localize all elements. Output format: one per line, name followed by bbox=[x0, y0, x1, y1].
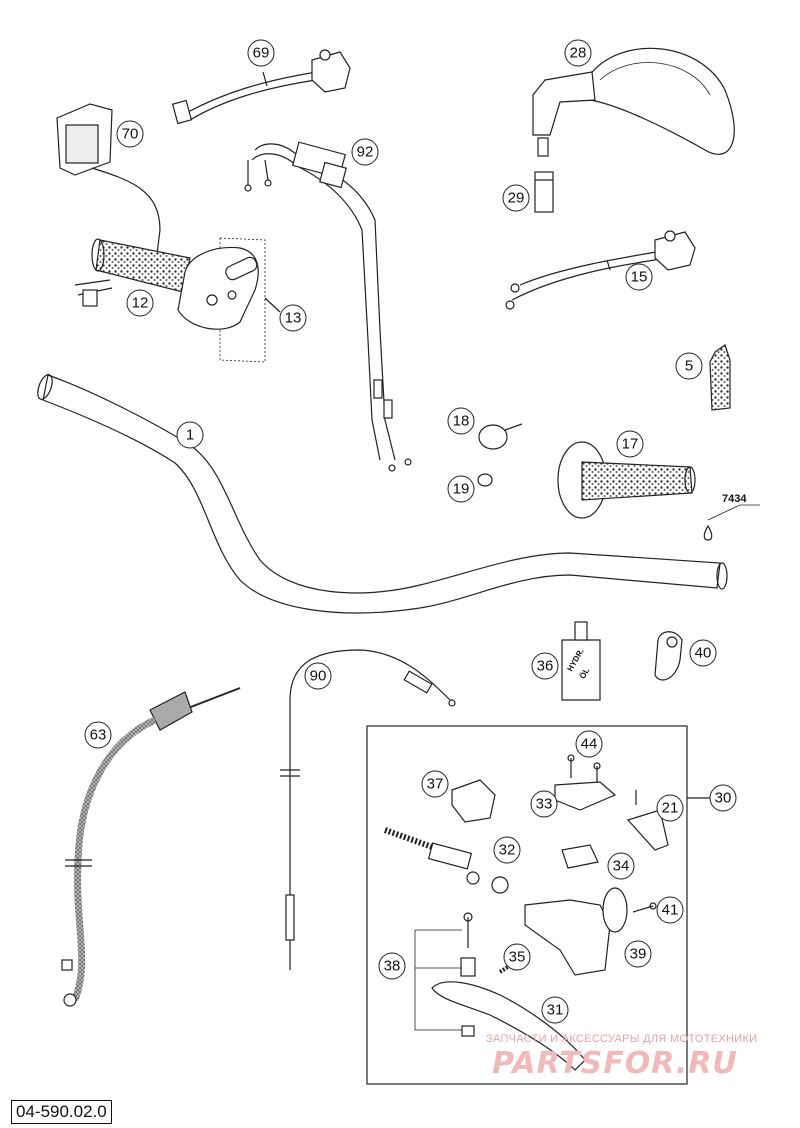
callout-19: 19 bbox=[453, 481, 470, 498]
part-31-lever bbox=[431, 981, 586, 1071]
callout-5: 5 bbox=[685, 358, 693, 375]
part-37-clamp bbox=[451, 779, 496, 823]
callout-28: 28 bbox=[570, 45, 587, 62]
callout-34: 34 bbox=[613, 858, 630, 875]
callout-63: 63 bbox=[90, 727, 107, 744]
part-32-piston bbox=[383, 827, 509, 894]
callout-38: 38 bbox=[384, 958, 401, 975]
part-19-nut bbox=[477, 473, 493, 487]
part-39-master-cylinder bbox=[524, 887, 628, 976]
part-21-adjuster bbox=[626, 790, 669, 851]
callout-40: 40 bbox=[695, 645, 712, 662]
callout-12: 12 bbox=[132, 295, 149, 312]
callout-18: 18 bbox=[453, 413, 470, 430]
part-92-throttle-cables bbox=[244, 141, 412, 472]
part-5-loctite bbox=[709, 344, 731, 411]
part-17-grip bbox=[557, 441, 696, 519]
part-13-throttle-housing bbox=[177, 237, 281, 363]
callout-44: 44 bbox=[581, 736, 598, 753]
part-38-pin-set bbox=[414, 912, 476, 1037]
callout-69: 69 bbox=[253, 45, 270, 62]
part-15-switch bbox=[505, 230, 696, 310]
part-36-hydraulic-oil bbox=[561, 621, 601, 701]
callout-35: 35 bbox=[509, 949, 526, 966]
kit-label: 7434 bbox=[722, 493, 747, 505]
callout-1: 1 bbox=[186, 427, 194, 444]
callout-32: 32 bbox=[499, 842, 516, 859]
callout-30: 30 bbox=[715, 790, 732, 807]
part-40-clamp bbox=[654, 631, 683, 681]
callout-17: 17 bbox=[622, 436, 639, 453]
callout-31: 31 bbox=[547, 1002, 564, 1019]
part-70-cover-plate bbox=[56, 103, 161, 271]
part-30-master-cylinder-kit bbox=[366, 725, 712, 1085]
watermark-brand: PARTSFOR.RU bbox=[492, 1046, 738, 1081]
handlebar bbox=[37, 374, 728, 614]
part-69-switch bbox=[171, 49, 351, 125]
part-28-mirror bbox=[532, 47, 735, 157]
part-90-cable bbox=[280, 649, 456, 970]
callout-37: 37 bbox=[427, 776, 444, 793]
callout-90: 90 bbox=[310, 668, 327, 685]
part-41-screw bbox=[632, 902, 657, 913]
callout-29: 29 bbox=[508, 190, 525, 207]
callout-15: 15 bbox=[631, 269, 648, 286]
callout-21: 21 bbox=[662, 800, 679, 817]
callout-92: 92 bbox=[357, 144, 374, 161]
callout-36: 36 bbox=[537, 658, 554, 675]
part-18-cable-tie bbox=[478, 423, 523, 450]
callout-41: 41 bbox=[662, 902, 679, 919]
watermark-caption: ЗАПЧАСТИ И АКСЕССУАРЫ ДЛЯ МОТОТЕХНИКИ bbox=[486, 1033, 758, 1045]
drawing-reference-number: 04-590.02.0 bbox=[11, 1100, 112, 1124]
callout-33: 33 bbox=[536, 796, 553, 813]
part-33-reservoir-cover bbox=[554, 781, 617, 811]
part-34-gasket bbox=[561, 844, 599, 869]
callout-13: 13 bbox=[285, 310, 302, 327]
part-63-hydraulic-line bbox=[61, 687, 241, 1007]
callout-70: 70 bbox=[122, 126, 139, 143]
callout-39: 39 bbox=[630, 946, 647, 963]
part-29-mirror-adapter bbox=[534, 171, 554, 213]
part-44-screws bbox=[567, 754, 601, 786]
part-7434-marker bbox=[703, 504, 760, 541]
